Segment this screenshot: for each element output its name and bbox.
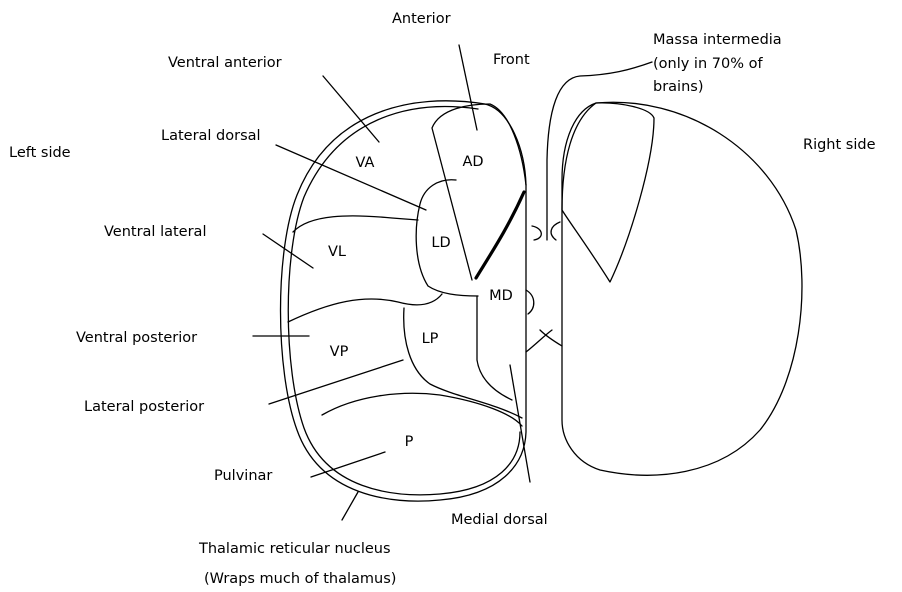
right-side-label: Right side <box>803 137 876 153</box>
medial-dorsal-leader <box>510 365 530 482</box>
ventral-posterior-label: Ventral posterior <box>76 330 197 346</box>
anterior-label: Anterior <box>392 11 451 27</box>
right-medial-notch-1 <box>551 222 560 240</box>
nucleus-ad: AD <box>462 154 483 170</box>
pulvinar-boundary <box>322 393 522 426</box>
ventral-lateral-label: Ventral lateral <box>104 224 206 240</box>
left-medial-notch-3 <box>526 330 552 352</box>
left-side-label: Left side <box>9 145 71 161</box>
lateral-dorsal-leader <box>276 145 426 210</box>
front-label: Front <box>493 52 530 68</box>
ventral-anterior-leader <box>323 76 379 142</box>
left-medial-notch-2 <box>526 290 534 314</box>
md-lateral-boundary <box>477 296 512 400</box>
medial-dorsal-label: Medial dorsal <box>451 512 548 528</box>
nucleus-p: P <box>405 434 414 450</box>
thalamic-reticular-note: (Wraps much of thalamus) <box>204 571 396 587</box>
vl-vp-boundary <box>288 294 442 322</box>
thalamic-reticular-leader <box>342 492 358 520</box>
nucleus-lp: LP <box>422 331 439 347</box>
pulvinar-leader <box>311 452 385 477</box>
left-medial-notch-1 <box>532 226 541 240</box>
pulvinar-label: Pulvinar <box>214 468 272 484</box>
nucleus-ld: LD <box>431 235 450 251</box>
ventral-anterior-label: Ventral anterior <box>168 55 282 71</box>
ad-md-thick-boundary <box>476 192 524 278</box>
lateral-posterior-label: Lateral posterior <box>84 399 204 415</box>
nucleus-vp: VP <box>330 344 349 360</box>
nucleus-vl: VL <box>328 244 346 260</box>
va-vl-boundary <box>293 216 418 232</box>
massa-intermedia-label-1: Massa intermedia <box>653 32 782 48</box>
nucleus-md: MD <box>489 288 513 304</box>
lateral-dorsal-label: Lateral dorsal <box>161 128 261 144</box>
right-thalamus-outline <box>562 102 802 475</box>
anterior-leader <box>459 45 477 130</box>
massa-intermedia-label-2: (only in 70% of <box>653 56 763 72</box>
lp-boundary <box>404 308 522 418</box>
ad-boundary <box>432 104 526 280</box>
thalamic-reticular-label: Thalamic reticular nucleus <box>198 541 391 557</box>
right-thalamus-inner-region <box>562 103 654 282</box>
massa-intermedia-label-3: brains) <box>653 79 703 95</box>
ventral-lateral-leader <box>263 234 313 268</box>
lateral-posterior-leader <box>269 360 403 404</box>
nucleus-va: VA <box>356 155 375 171</box>
